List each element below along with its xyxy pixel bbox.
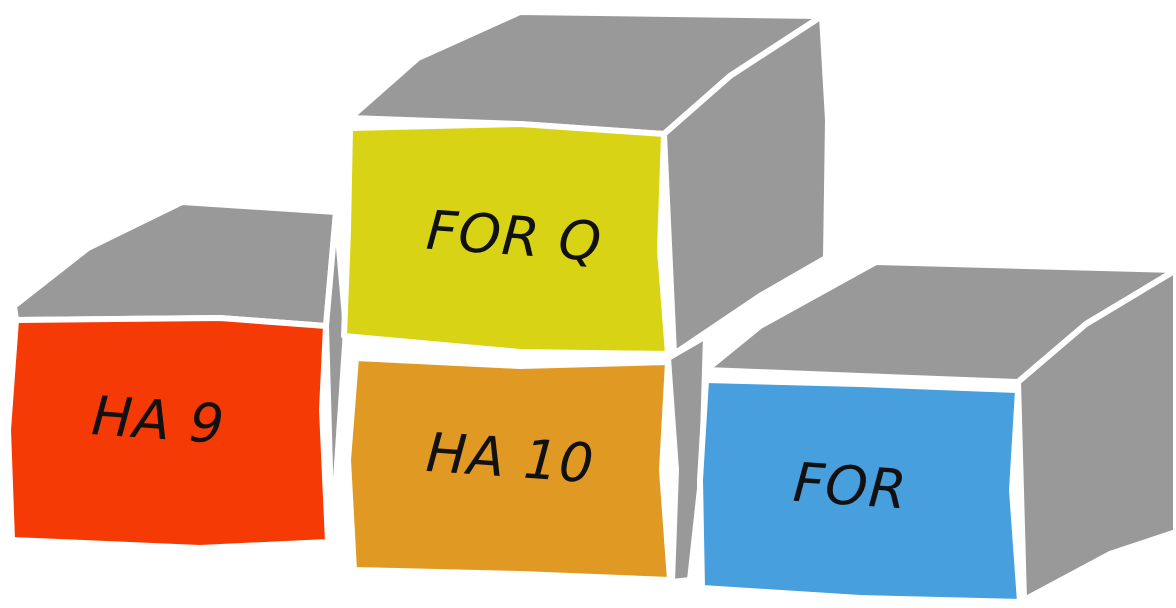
block-ha9-front <box>5 315 331 551</box>
block-ha9-label: HA 9 <box>90 384 227 456</box>
block-ha9-top <box>11 199 339 329</box>
block-forq-front <box>341 121 671 357</box>
block-ha9-side <box>323 209 349 543</box>
block-for-label: FOR <box>791 451 909 522</box>
block-ha10-label: HA 10 <box>424 421 596 496</box>
block-forq-side <box>661 13 831 357</box>
block-forq: FOR Q <box>341 9 831 357</box>
block-forq-label: FOR Q <box>424 199 604 274</box>
block-ha9: HA 9 <box>5 199 349 551</box>
block-ha10-front <box>345 355 673 583</box>
block-for-side <box>1015 267 1176 603</box>
block-for: FOR <box>697 259 1176 605</box>
block-ha10-side <box>665 333 709 585</box>
block-for-front <box>697 377 1023 605</box>
block-ha10: HA 10 <box>345 333 709 585</box>
